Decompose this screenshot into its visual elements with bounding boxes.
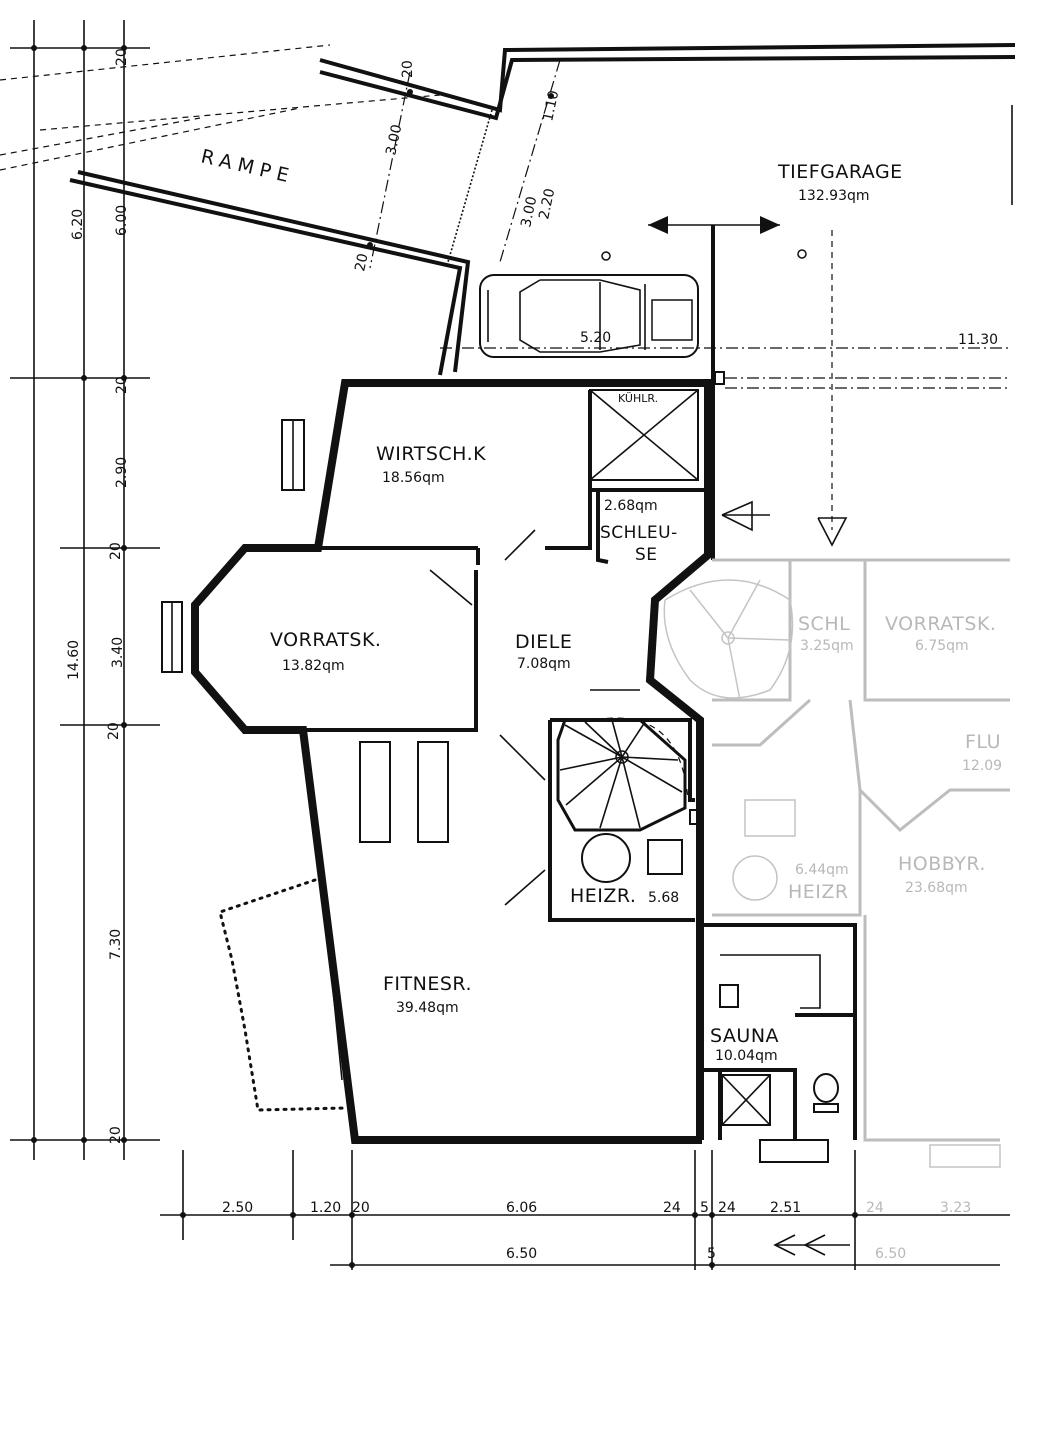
dim-bottom2-5: 5 bbox=[707, 1246, 716, 1262]
room-vorratskeller-area: 13.82qm bbox=[282, 658, 345, 674]
kuehlraum-box bbox=[589, 389, 699, 481]
dim-left-20-top: 20 bbox=[114, 48, 130, 66]
room-fitnessraum-area: 39.48qm bbox=[396, 1000, 459, 1016]
dim-bottom2-6-50: 6.50 bbox=[506, 1246, 537, 1262]
dim-bottom-24-b: 24 bbox=[718, 1200, 736, 1216]
neighbor-unit bbox=[663, 558, 1010, 1168]
dim-left-20-c: 20 bbox=[108, 542, 124, 560]
neighbor-heizraum-label: HEIZR bbox=[788, 881, 849, 903]
room-heizraum-area: 5.68 bbox=[648, 890, 679, 906]
car-length-label: 5.20 bbox=[580, 330, 611, 346]
building-walls bbox=[191, 379, 857, 1144]
ramp-area bbox=[0, 43, 1016, 376]
dim-left-20-e: 20 bbox=[108, 1126, 124, 1144]
room-schleuse-label-2: SE bbox=[635, 545, 658, 565]
neighbor-hobbyraum-area: 23.68qm bbox=[905, 880, 968, 896]
neighbor-hobbyraum-label: HOBBYR. bbox=[898, 853, 986, 875]
dim-ramp-2-20: 2.20 bbox=[536, 187, 558, 221]
dim-garage-11-30: 11.30 bbox=[958, 332, 998, 348]
dim-rampe-20-top: 20 bbox=[400, 60, 416, 78]
bottom-dimension-lines bbox=[160, 1150, 1010, 1270]
dim-ramp-3-00: 3.00 bbox=[518, 195, 540, 229]
dim-bottom-3-23: 3.23 bbox=[940, 1200, 971, 1216]
car-icon bbox=[479, 274, 699, 358]
toilet-icon bbox=[813, 1073, 839, 1113]
garden-path bbox=[218, 878, 347, 1112]
room-schleuse-label-1: SCHLEU- bbox=[600, 523, 678, 543]
neighbor-heizraum-area: 6.44qm bbox=[795, 862, 849, 878]
dim-bottom-2-50: 2.50 bbox=[222, 1200, 253, 1216]
room-schleuse-area: 2.68qm bbox=[604, 498, 658, 514]
neighbor-vorratskeller-area: 6.75qm bbox=[915, 638, 969, 654]
dim-bottom-6-06: 6.06 bbox=[506, 1200, 537, 1216]
neighbor-vorratskeller-label: VORRATSK. bbox=[885, 613, 996, 635]
dim-rampe-3-00: 3.00 bbox=[383, 123, 405, 157]
room-diele-area: 7.08qm bbox=[517, 656, 571, 672]
dim-bottom-1-20: 1.20 bbox=[310, 1200, 341, 1216]
dim-left-7-30: 7.30 bbox=[108, 929, 124, 960]
door-arcs bbox=[429, 529, 640, 906]
room-diele-label: DIELE bbox=[515, 631, 572, 653]
dim-bottom2-6-50-b: 6.50 bbox=[875, 1246, 906, 1262]
neighbor-flur-label: FLU bbox=[965, 731, 1001, 753]
exit-arrow-icon bbox=[773, 1234, 850, 1256]
dim-left-6-00: 6.00 bbox=[114, 205, 130, 236]
boiler-icon bbox=[581, 809, 703, 883]
room-wirtschaftskeller-area: 18.56qm bbox=[382, 470, 445, 486]
room-vorratskeller-label: VORRATSK. bbox=[270, 629, 381, 651]
neighbor-flur-area: 12.09 bbox=[962, 758, 1002, 774]
shower-icon bbox=[721, 1074, 771, 1126]
garage-area bbox=[440, 105, 1013, 560]
fitness-equipment-icon bbox=[359, 741, 449, 843]
room-sauna-area: 10.04qm bbox=[715, 1048, 778, 1064]
room-wirtschaftskeller-label: WIRTSCH.K bbox=[376, 443, 486, 465]
dim-left-3-40: 3.40 bbox=[110, 637, 126, 668]
dim-bottom-24-a: 24 bbox=[663, 1200, 681, 1216]
dim-ramp-1-10: 1.10 bbox=[540, 89, 562, 123]
dim-left-6-20: 6.20 bbox=[70, 209, 86, 240]
room-rampe-label: RAMPE bbox=[199, 145, 297, 188]
dim-rampe-20-bottom: 20 bbox=[352, 252, 371, 273]
room-tiefgarage-area: 132.93qm bbox=[798, 188, 870, 204]
dim-left-14-60: 14.60 bbox=[66, 640, 82, 680]
neighbor-schleuse-area: 3.25qm bbox=[800, 638, 854, 654]
dim-bottom-24-c: 24 bbox=[866, 1200, 884, 1216]
windows bbox=[161, 419, 829, 1163]
dim-left-20-b: 20 bbox=[114, 376, 130, 394]
room-fitnessraum-label: FITNESR. bbox=[383, 973, 472, 995]
room-sauna-label: SAUNA bbox=[710, 1025, 779, 1047]
entry-arrow-icon bbox=[721, 500, 770, 532]
staircase-icon bbox=[556, 717, 689, 832]
room-kuehlraum-label: KÜHLR. bbox=[618, 392, 658, 405]
left-dimension-lines bbox=[10, 20, 160, 1160]
neighbor-schleuse-label: SCHL bbox=[798, 613, 850, 635]
dim-bottom-5-a: 5 bbox=[700, 1200, 709, 1216]
dim-left-2-90: 2.90 bbox=[114, 457, 130, 488]
dim-bottom-2-51: 2.51 bbox=[770, 1200, 801, 1216]
dim-left-20-d: 20 bbox=[106, 722, 122, 740]
room-tiefgarage-label: TIEFGARAGE bbox=[777, 161, 903, 183]
dim-bottom-20: 20 bbox=[352, 1200, 370, 1216]
room-heizraum-label: HEIZR. bbox=[570, 885, 636, 907]
